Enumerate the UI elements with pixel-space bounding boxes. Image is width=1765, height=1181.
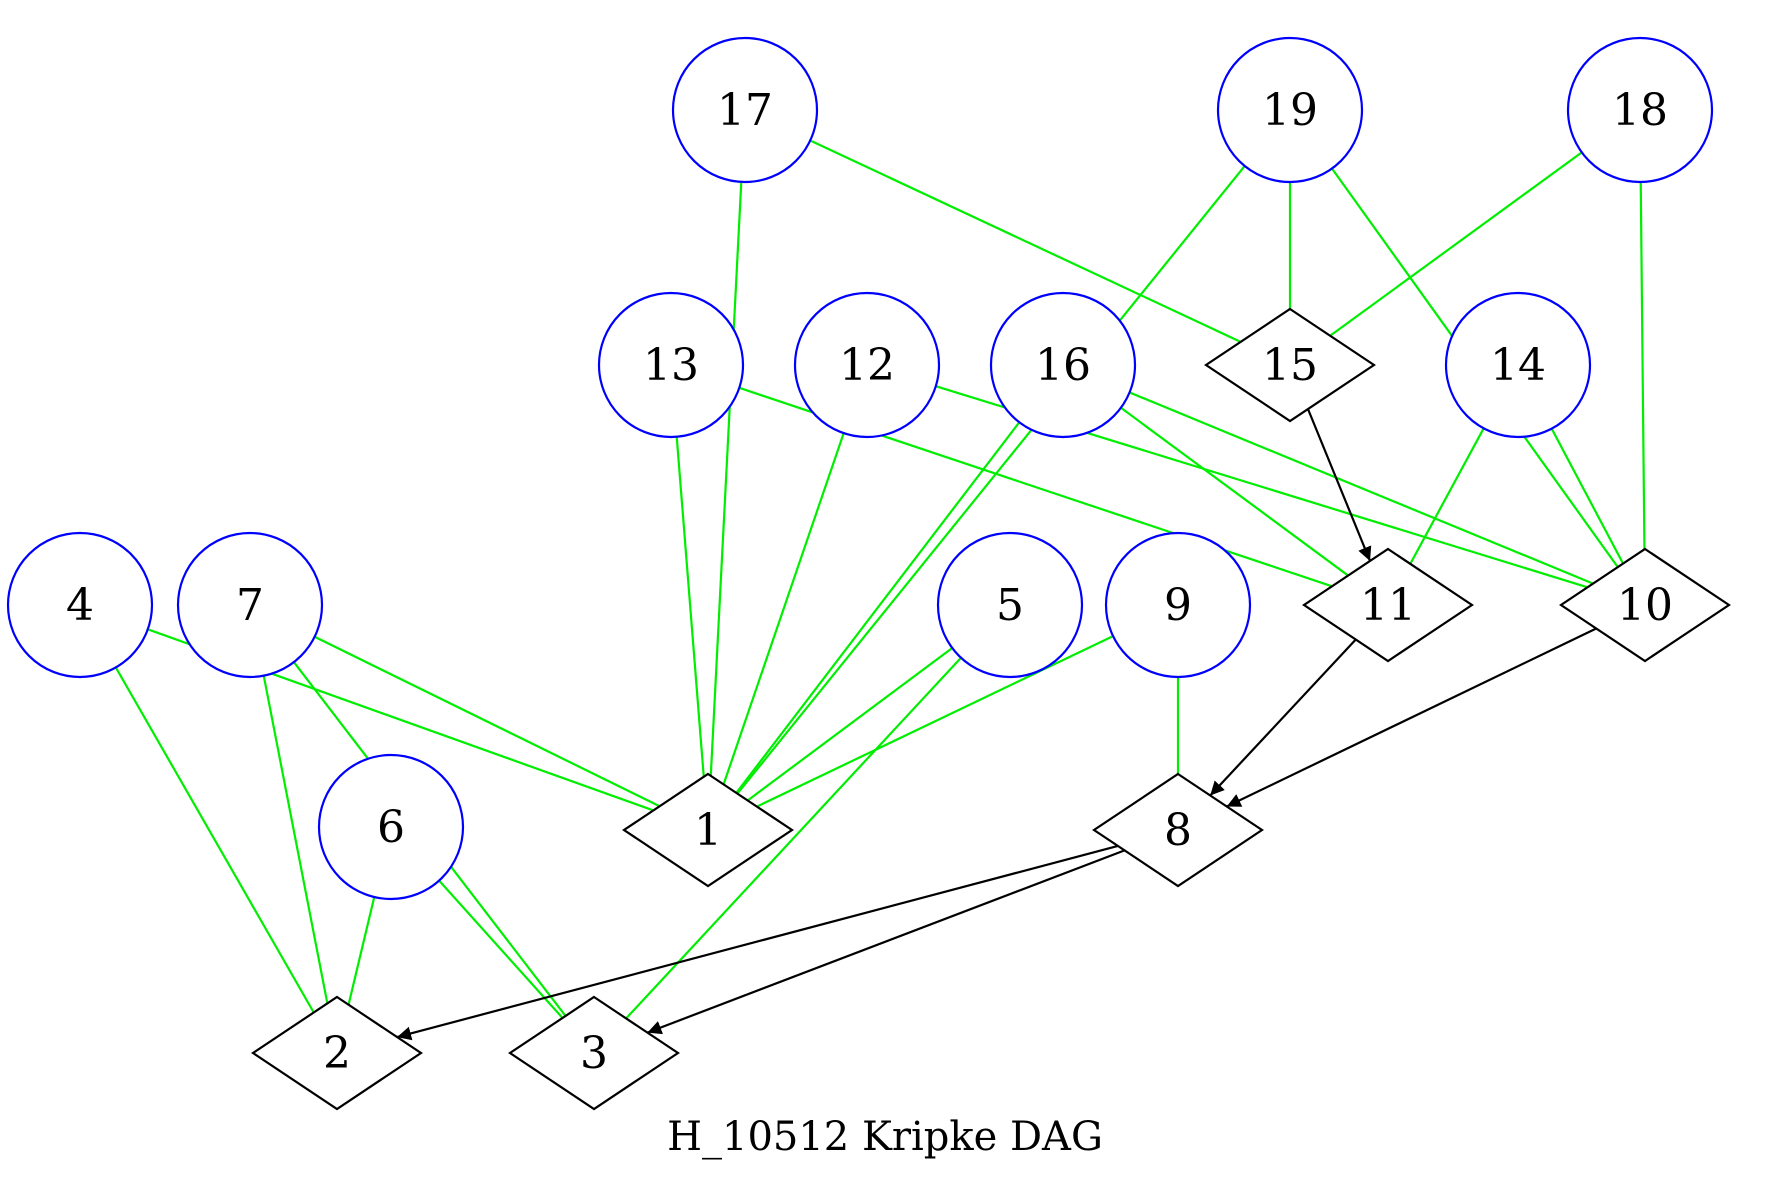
node-label-18: 18 xyxy=(1612,85,1668,136)
node-label-9: 9 xyxy=(1164,580,1192,631)
node-label-6: 6 xyxy=(377,802,405,853)
state-node-16: 16 xyxy=(989,291,1137,439)
edge-10-to-8 xyxy=(1226,627,1597,808)
node-circle-16 xyxy=(989,291,1137,439)
node-circle-6 xyxy=(317,753,465,901)
edge-15-to-11 xyxy=(1306,408,1372,562)
node-diamond-8 xyxy=(1092,772,1264,888)
diamond-node-1: 1 xyxy=(622,772,794,888)
node-label-14: 14 xyxy=(1490,340,1546,391)
node-diamond-1 xyxy=(622,772,794,888)
node-label-1: 1 xyxy=(694,805,722,856)
node-circle-7 xyxy=(176,531,324,679)
node-diamond-11 xyxy=(1302,547,1474,663)
node-label-15: 15 xyxy=(1262,340,1318,391)
node-circle-13 xyxy=(597,291,745,439)
edge-16-to-11 xyxy=(1120,406,1349,577)
edge-17-to-1 xyxy=(709,181,743,776)
state-node-18: 18 xyxy=(1566,36,1714,184)
state-node-19: 19 xyxy=(1216,36,1364,184)
state-node-5: 5 xyxy=(936,531,1084,679)
node-label-12: 12 xyxy=(839,340,895,391)
state-node-9: 9 xyxy=(1104,531,1252,679)
edge-6-to-2 xyxy=(347,896,376,1005)
node-label-11: 11 xyxy=(1360,580,1416,631)
state-node-7: 7 xyxy=(176,531,324,679)
edge-7-to-1 xyxy=(314,635,661,808)
state-node-13: 13 xyxy=(597,291,745,439)
edge-18-to-15 xyxy=(1329,151,1583,337)
node-circle-4 xyxy=(6,531,154,679)
edge-11-to-8 xyxy=(1209,638,1357,797)
node-label-8: 8 xyxy=(1164,805,1192,856)
edge-13-to-1 xyxy=(675,436,705,777)
node-label-7: 7 xyxy=(236,580,264,631)
edge-5-to-3 xyxy=(625,657,962,1020)
node-diamond-2 xyxy=(251,995,423,1111)
edge-16-to-10 xyxy=(1129,391,1594,585)
edge-7-to-2 xyxy=(262,675,329,1004)
node-label-10: 10 xyxy=(1617,580,1673,631)
node-label-5: 5 xyxy=(996,580,1024,631)
node-diamond-3 xyxy=(508,995,680,1111)
edge-14-to-10 xyxy=(1550,428,1625,565)
state-node-12: 12 xyxy=(793,291,941,439)
edge-9-to-1 xyxy=(756,635,1114,808)
node-diamond-15 xyxy=(1204,307,1376,423)
node-circle-12 xyxy=(793,291,941,439)
node-label-17: 17 xyxy=(717,85,773,136)
node-circle-19 xyxy=(1216,36,1364,184)
state-node-14: 14 xyxy=(1444,291,1592,439)
state-node-6: 6 xyxy=(317,753,465,901)
diamond-node-11: 11 xyxy=(1302,547,1474,663)
edge-14-to-11 xyxy=(1409,427,1485,565)
diamond-node-8: 8 xyxy=(1092,772,1264,888)
node-label-13: 13 xyxy=(643,340,699,391)
node-label-2: 2 xyxy=(323,1028,351,1079)
node-circle-17 xyxy=(671,36,819,184)
edge-6-to-3 xyxy=(438,879,564,1019)
node-circle-18 xyxy=(1566,36,1714,184)
node-circle-14 xyxy=(1444,291,1592,439)
node-label-19: 19 xyxy=(1262,85,1318,136)
state-node-17: 17 xyxy=(671,36,819,184)
node-circle-5 xyxy=(936,531,1084,679)
node-label-3: 3 xyxy=(580,1028,608,1079)
edge-5-to-1 xyxy=(747,647,953,802)
edge-16-to-1 xyxy=(735,421,1021,794)
edge-8-to-2 xyxy=(396,844,1119,1041)
diamond-node-10: 10 xyxy=(1559,547,1731,663)
edge-12-to-1 xyxy=(722,432,845,785)
diamond-node-3: 3 xyxy=(508,995,680,1111)
edge-4-to-2 xyxy=(114,666,315,1014)
diagram-caption: H_10512 Kripke DAG xyxy=(667,1114,1103,1160)
node-label-4: 4 xyxy=(66,580,94,631)
edge-8-to-3 xyxy=(647,849,1125,1035)
edge-17-to-15 xyxy=(809,139,1242,343)
edge-18-to-10 xyxy=(1639,181,1646,550)
node-circle-9 xyxy=(1104,531,1252,679)
edge-19-to-1 xyxy=(736,165,1246,795)
node-diamond-10 xyxy=(1559,547,1731,663)
diamond-node-15: 15 xyxy=(1204,307,1376,423)
state-node-4: 4 xyxy=(6,531,154,679)
node-label-16: 16 xyxy=(1035,340,1091,391)
diamond-node-2: 2 xyxy=(251,995,423,1111)
